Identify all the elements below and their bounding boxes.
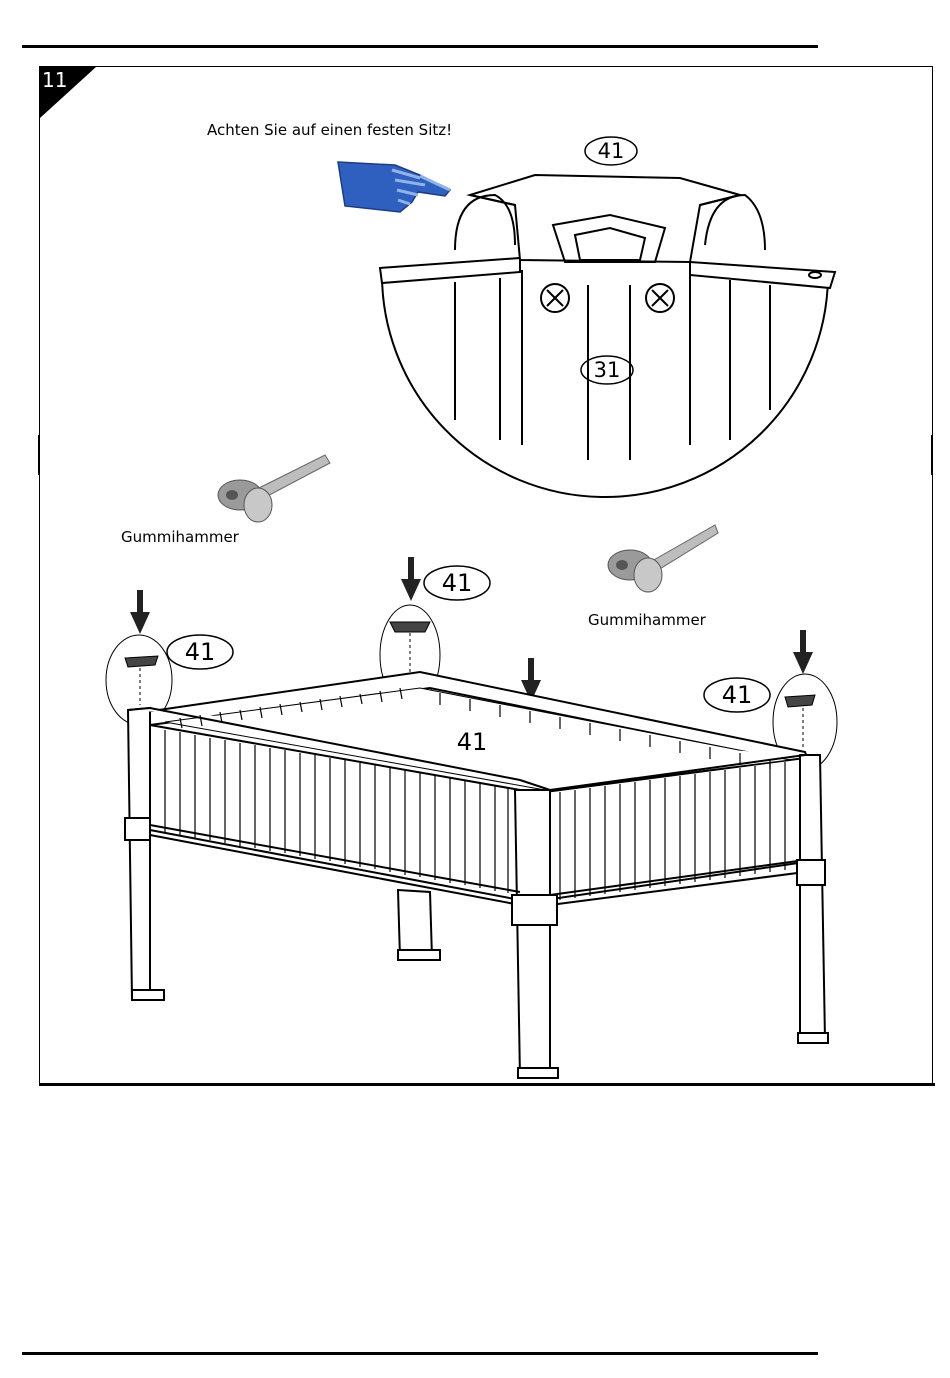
tool-label-right: Gummihammer bbox=[588, 611, 706, 629]
callout-41-back: 41 bbox=[426, 566, 488, 600]
detail-view bbox=[380, 175, 835, 497]
step-number: 11 bbox=[42, 68, 67, 92]
callout-41-front: 41 bbox=[441, 725, 503, 759]
callout-41-right: 41 bbox=[706, 678, 768, 712]
callout-31-detail: 31 bbox=[576, 353, 638, 387]
rubber-hammer-icon-right bbox=[608, 525, 718, 592]
fit-note: Achten Sie auf einen festen Sitz! bbox=[207, 121, 452, 139]
callout-41-left: 41 bbox=[169, 635, 231, 669]
tool-label-left: Gummihammer bbox=[121, 528, 239, 546]
pointing-hand-icon bbox=[338, 162, 450, 212]
callout-41-detail: 41 bbox=[580, 134, 642, 168]
bottom-rule bbox=[22, 1352, 818, 1355]
rubber-hammer-icon-left bbox=[218, 455, 330, 522]
